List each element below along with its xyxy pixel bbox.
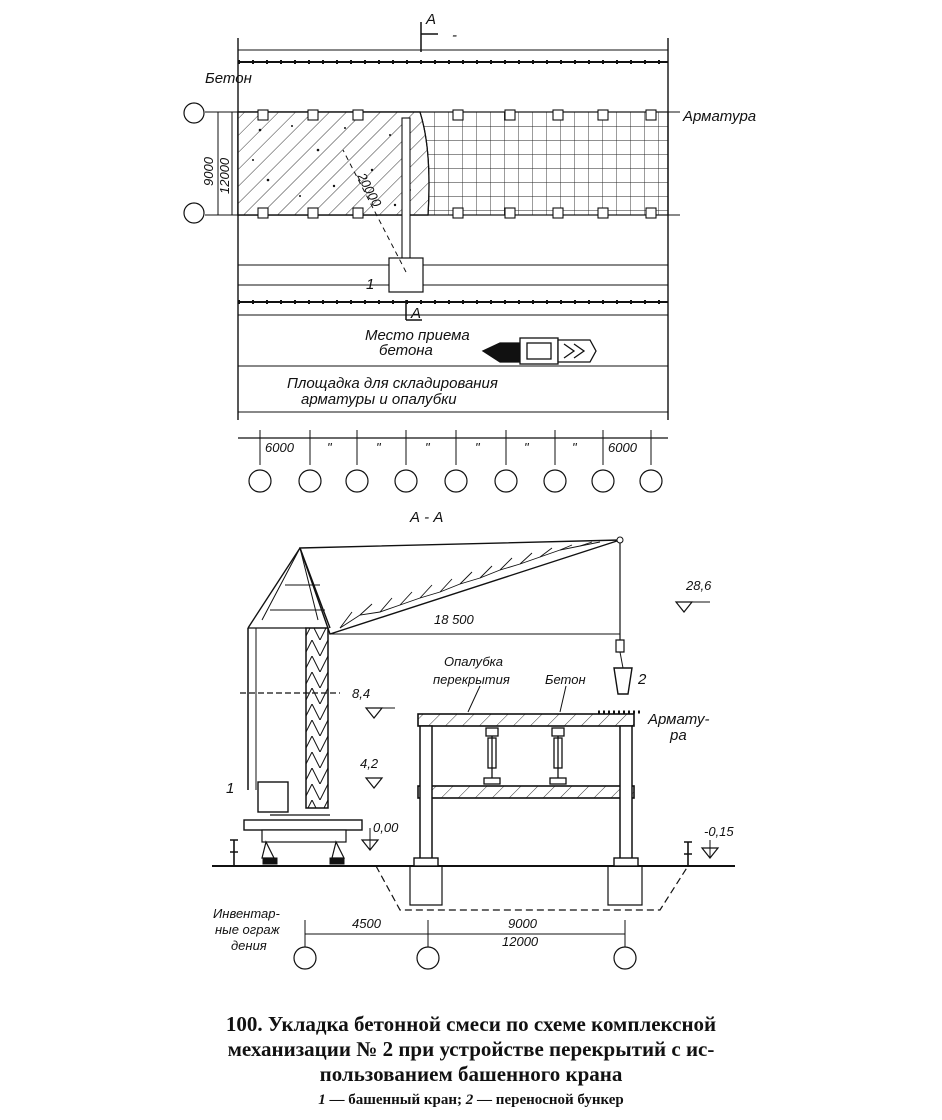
legend-1-number: 1 — [318, 1092, 326, 1108]
elev-top: 28,6 — [685, 578, 712, 593]
section-view — [212, 536, 735, 970]
axis-bubble — [591, 469, 615, 493]
dim-reach: 18 500 — [434, 612, 475, 627]
label-reinforcement-section-1: Армату- — [647, 711, 709, 728]
bay-dim-first: 6000 — [265, 440, 295, 455]
crane-cab — [257, 781, 289, 813]
label-formwork-2: перекрытия — [433, 672, 510, 687]
label-reinforcement-section-2: ра — [669, 727, 687, 744]
figure-legend: 1 — башенный кран; 2 — переносной бункер — [0, 1092, 942, 1109]
dim-9000-plan: 9000 — [201, 156, 216, 186]
dim-9000-section: 9000 — [508, 916, 538, 931]
bay-dim-ditto: " — [475, 440, 481, 455]
label-concrete-section: Бетон — [545, 672, 586, 687]
legend-1-text: — башенный кран; — [325, 1092, 466, 1108]
bay-dim-ditto: " — [572, 440, 578, 455]
section-title: А - А — [409, 509, 443, 526]
axis-bubble — [639, 469, 663, 493]
elev-0: 0,00 — [373, 820, 399, 835]
axis-bubble — [543, 469, 567, 493]
caption-line: механизации № 2 при устройстве перекрыти… — [227, 1037, 715, 1061]
label-place-receive-1: Место приема — [365, 327, 470, 344]
crane-mast — [305, 627, 329, 809]
bay-dim-ditto: " — [524, 440, 530, 455]
axis-bubble — [444, 469, 468, 493]
crane-jib — [299, 539, 621, 635]
label-storage-1: Площадка для складирования — [287, 375, 498, 392]
elev-minus: -0,15 — [704, 824, 734, 839]
figure-caption: 100. Укладка бетонной смеси по схеме ком… — [0, 1012, 942, 1087]
bay-dim-ditto: " — [327, 440, 333, 455]
axis-bubble — [416, 946, 440, 970]
axis-bubble — [394, 469, 418, 493]
label-storage-2: арматуры и опалубки — [301, 391, 457, 408]
bay-dim-ditto: " — [425, 440, 431, 455]
axis-bubble — [613, 946, 637, 970]
bay-dim-ditto: " — [376, 440, 382, 455]
section-mark-bottom: A — [410, 305, 421, 322]
concrete-truck-icon — [481, 337, 597, 365]
legend-2-text: — переносной бункер — [473, 1092, 624, 1108]
crane-number-section: 1 — [226, 780, 234, 797]
crane-base-plan — [388, 257, 424, 293]
legend-2-number: 2 — [465, 1092, 474, 1108]
axis-bubble — [494, 469, 518, 493]
hopper-number: 2 — [637, 671, 647, 688]
label-concrete-plan: Бетон — [205, 70, 252, 87]
section-mark-dash: - — [452, 27, 457, 44]
section-mark-top: A — [425, 11, 436, 28]
elev-8-4: 8,4 — [352, 686, 370, 701]
construction-drawing: A - Бетон Арматура 9000 12000 20000 1 A … — [183, 11, 756, 970]
axis-bubble — [298, 469, 322, 493]
crane-number-plan: 1 — [366, 276, 374, 293]
concrete-area — [237, 111, 430, 216]
dim-12000-plan: 12000 — [217, 157, 232, 194]
caption-line: пользованием башенного крана — [319, 1062, 623, 1086]
bay-dim-last: 6000 — [608, 440, 638, 455]
label-fence-1: Инвентар- — [213, 906, 280, 921]
caption-line: 100. Укладка бетонной смеси по схеме ком… — [225, 1012, 717, 1036]
label-reinforcement-plan: Арматура — [682, 108, 756, 125]
axis-bubble — [293, 946, 317, 970]
label-place-receive-2: бетона — [379, 342, 433, 359]
axis-bubble — [248, 469, 272, 493]
label-formwork-1: Опалубка — [444, 654, 503, 669]
axis-bubble — [345, 469, 369, 493]
label-fence-3: дения — [231, 938, 267, 953]
dim-12000-section: 12000 — [502, 934, 539, 949]
slab-lower — [417, 785, 635, 799]
dim-4500: 4500 — [352, 916, 382, 931]
label-fence-2: ные ограж — [215, 922, 281, 937]
hopper-icon — [613, 667, 633, 695]
axis-bubble — [183, 202, 205, 224]
axis-bubble — [183, 102, 205, 124]
elev-4-2: 4,2 — [360, 756, 379, 771]
slab-upper — [417, 713, 635, 727]
crane-boom-plan — [401, 117, 411, 277]
plan-view — [183, 22, 680, 493]
